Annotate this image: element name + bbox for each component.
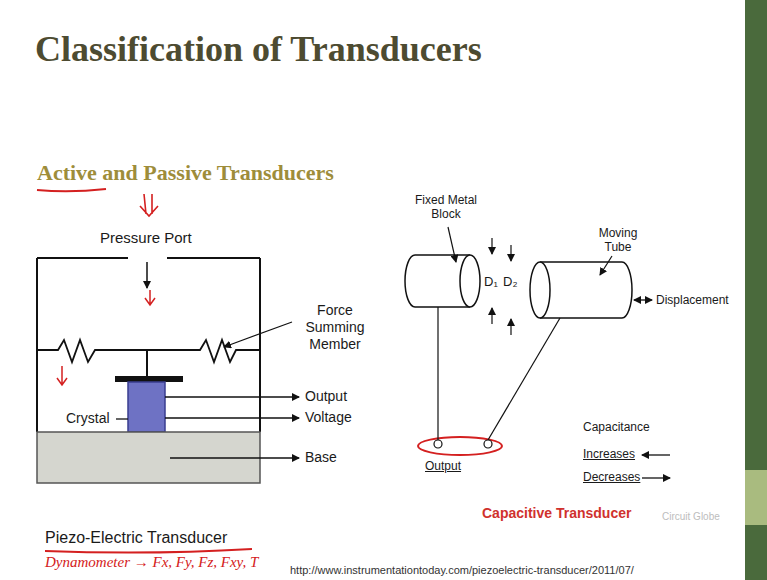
side-bar <box>745 0 767 580</box>
note-label: Capacitance <box>583 420 650 434</box>
part-label: Force Summing Member <box>295 302 375 352</box>
leader-line <box>170 457 299 458</box>
dimension-label: D₁ <box>484 274 498 290</box>
handwritten-note: Dynamometer → Fx, Fy, Fz, Fxy, T <box>45 553 258 571</box>
leader-line <box>448 227 456 262</box>
red-circle <box>418 437 502 455</box>
crystal <box>128 382 165 432</box>
dimension-arrow <box>491 308 492 324</box>
wire <box>488 318 560 440</box>
red-underline <box>37 189 106 191</box>
part-label: Moving Tube <box>594 226 642 255</box>
part-label: Crystal <box>66 410 110 427</box>
dimension-arrow <box>510 245 511 261</box>
red-arrow <box>140 194 158 216</box>
red-underline <box>45 549 252 553</box>
plate <box>115 376 183 382</box>
leader-line <box>165 396 299 397</box>
source-url: http://www.instrumentationtoday.com/piez… <box>290 564 634 577</box>
slide-title: Classification of Transducers <box>35 28 482 71</box>
leader-line <box>165 417 299 418</box>
leader-line <box>116 418 128 419</box>
signal-label: Output <box>305 388 347 405</box>
red-arrow <box>145 290 155 305</box>
red-arrow <box>57 366 67 385</box>
note-label: Decreases <box>583 470 640 484</box>
leader-line <box>600 256 612 275</box>
housing <box>37 258 260 432</box>
dimension-label: D₂ <box>503 274 517 290</box>
dimension-arrow <box>510 319 511 335</box>
direction-arrow <box>642 454 670 455</box>
terminal <box>484 440 492 448</box>
leader-line <box>224 322 292 347</box>
terminal <box>434 440 442 448</box>
terminal-label: Output <box>425 459 461 473</box>
part-label: Base <box>305 449 337 466</box>
signal-label: Voltage <box>305 409 352 426</box>
moving-tube-face <box>530 262 550 318</box>
fixed-block-face <box>460 255 480 307</box>
dimension-arrow <box>491 238 492 254</box>
figure-caption: Piezo-Electric Transducer <box>45 528 227 547</box>
note-label: Increases <box>583 447 635 461</box>
displacement-arrow <box>634 299 652 300</box>
pressure-arrow <box>146 262 148 288</box>
figure-caption: Capacitive Transducer <box>482 505 631 522</box>
subtitle: Active and Passive Transducers <box>37 160 334 186</box>
wire <box>437 307 438 440</box>
moving-tube <box>540 262 632 318</box>
part-label: Fixed Metal Block <box>410 193 482 222</box>
part-label: Pressure Port <box>100 229 192 247</box>
motion-label: Displacement <box>656 293 729 307</box>
force-summing-member <box>37 340 260 362</box>
rod <box>146 350 148 376</box>
side-bar-patch <box>745 470 767 525</box>
direction-arrow <box>642 477 670 478</box>
watermark: Circuit Globe <box>662 511 720 523</box>
